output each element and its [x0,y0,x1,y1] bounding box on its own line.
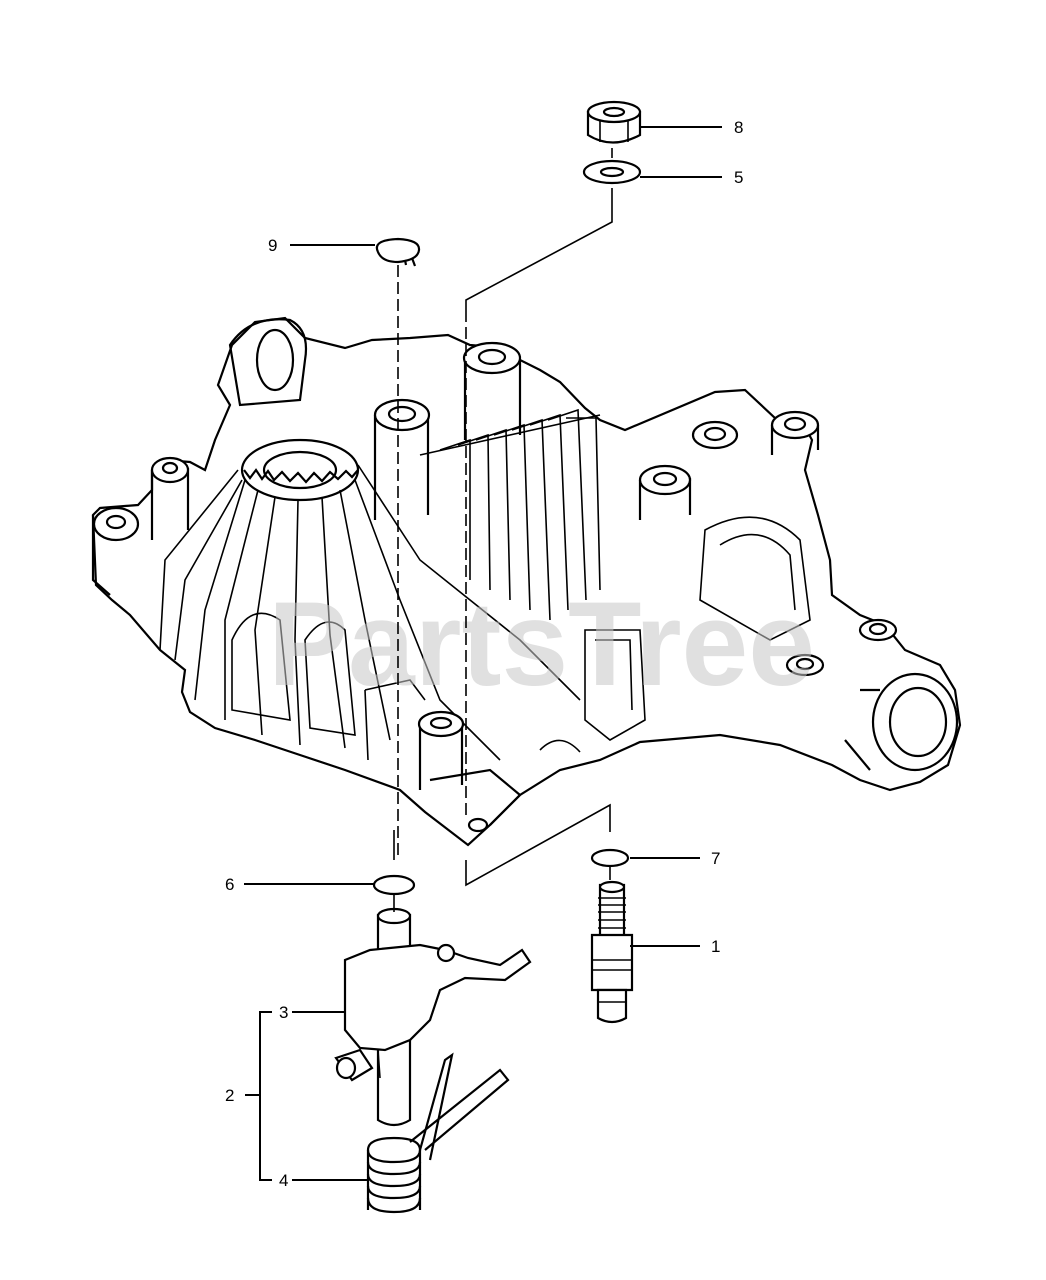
shift-arm-part-3 [334,907,532,1127]
nut-part-8 [586,100,642,144]
valve-part-1 [590,880,634,1024]
callout-2: 2 [225,1086,234,1105]
o-ring-part-7 [590,848,630,868]
watermark-text: PartsTree [268,577,815,711]
callout-1: 1 [711,937,720,956]
retaining-ring-part-9 [375,237,421,267]
callout-labels: 8 5 9 6 7 1 3 2 4 [225,118,743,1190]
callout-6: 6 [225,875,234,894]
spring-part-4 [366,1052,510,1214]
callout-7: 7 [711,849,720,868]
callout-9: 9 [268,236,277,255]
assembly-guidelines [393,148,613,912]
callout-8: 8 [734,118,743,137]
leader-lines [244,126,722,1181]
callout-4: 4 [279,1171,288,1190]
o-ring-part-6 [372,874,416,896]
callout-5: 5 [734,168,743,187]
washer-part-5 [582,159,642,185]
transmission-housing: PartsTree [91,316,962,847]
callout-3: 3 [279,1003,288,1022]
